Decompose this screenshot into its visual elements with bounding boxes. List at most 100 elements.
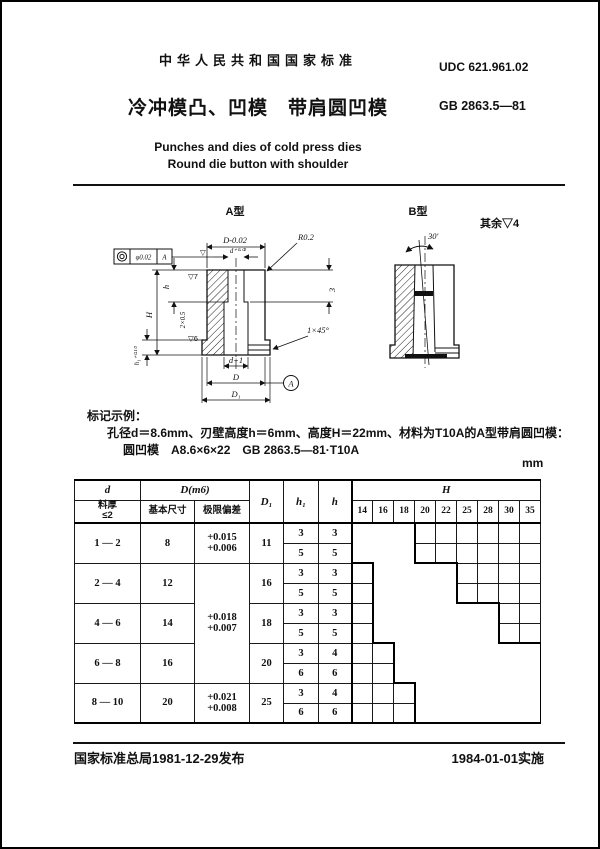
col-header-h: h bbox=[318, 479, 353, 524]
h-blank-cell bbox=[436, 643, 457, 663]
h-blank-cell bbox=[457, 663, 478, 683]
cell-h1: 5 bbox=[283, 542, 320, 564]
cell-h: 3 bbox=[318, 602, 353, 624]
col-header-H-25: 25 bbox=[456, 499, 479, 524]
h-blank-cell bbox=[436, 583, 457, 603]
h-blank-cell bbox=[499, 703, 520, 723]
datum-circle-label: A bbox=[287, 379, 294, 389]
h-grid-cell bbox=[351, 562, 374, 584]
h-blank-cell bbox=[415, 663, 436, 683]
h-blank-cell bbox=[394, 603, 415, 623]
cell-h1: 3 bbox=[283, 642, 320, 664]
dim-h: h bbox=[161, 285, 171, 289]
h-blank-cell bbox=[352, 523, 373, 543]
col-header-D-dev: 极限偏差 bbox=[193, 499, 251, 524]
tolerance-frame: φ0.02 A bbox=[113, 248, 214, 265]
h-blank-cell bbox=[373, 603, 394, 623]
col-header-H: H bbox=[351, 479, 542, 501]
page-title: 冷冲模凸、凹模 带肩圆凹模 bbox=[127, 98, 388, 119]
cell-D1: 16 bbox=[249, 562, 285, 604]
h-blank-cell bbox=[394, 523, 415, 543]
cell-D1: 11 bbox=[249, 522, 285, 564]
bore-edge-b bbox=[432, 264, 436, 353]
h-grid-cell bbox=[498, 582, 521, 604]
h-grid-cell bbox=[372, 642, 395, 664]
cell-h: 5 bbox=[318, 582, 353, 604]
h-blank-cell bbox=[373, 583, 394, 603]
h-blank-cell bbox=[457, 703, 478, 723]
chamfer-label: 1×45° bbox=[307, 325, 329, 335]
finish-mark-top: ▽ bbox=[200, 248, 207, 257]
subtitle-en-1: Punches and dies of cold press dies bbox=[154, 140, 362, 154]
h-blank-cell bbox=[436, 563, 457, 583]
col-header-H-28: 28 bbox=[477, 499, 500, 524]
h-blank-cell bbox=[436, 703, 457, 723]
h-blank-cell bbox=[373, 543, 394, 563]
h-blank-cell bbox=[373, 623, 394, 643]
h-grid-cell bbox=[455, 562, 479, 584]
h-blank-cell bbox=[352, 543, 373, 563]
h-grid-cell bbox=[372, 682, 395, 704]
h-blank-cell bbox=[373, 563, 394, 583]
footer-effective: 1984-01-01实施 bbox=[451, 751, 545, 766]
cell-h1: 5 bbox=[283, 622, 320, 644]
cell-h: 6 bbox=[318, 662, 353, 684]
h-grid-cell bbox=[351, 642, 374, 664]
col-header-H-20: 20 bbox=[414, 499, 437, 524]
footer-rule bbox=[73, 742, 565, 744]
h-blank-cell bbox=[436, 603, 457, 623]
h-blank-cell bbox=[436, 663, 457, 683]
h-grid-cell bbox=[435, 542, 458, 564]
h-blank-cell bbox=[520, 703, 541, 723]
subtitle-en-2: Round die button with shoulder bbox=[167, 157, 349, 171]
cell-h1: 6 bbox=[283, 702, 320, 724]
col-header-D-basic: 基本尺寸 bbox=[140, 499, 195, 524]
h-grid-cell bbox=[498, 562, 521, 584]
cell-h: 5 bbox=[318, 622, 353, 644]
h-grid-cell bbox=[393, 682, 416, 704]
radius-label: R0.2 bbox=[297, 232, 315, 242]
h-blank-cell bbox=[478, 683, 499, 703]
cell-D-basic: 12 bbox=[140, 562, 195, 604]
h-grid-cell bbox=[351, 702, 374, 724]
h-grid-cell bbox=[435, 522, 458, 544]
dim-D: D bbox=[232, 372, 240, 382]
standard-name: 中华人民共和国国家标准 bbox=[158, 53, 357, 68]
h-blank-cell bbox=[415, 703, 436, 723]
h-grid-cell bbox=[519, 522, 542, 544]
figures-area: A型 φ0.02 A bbox=[72, 196, 552, 410]
h-grid-cell bbox=[498, 542, 521, 564]
cell-h: 5 bbox=[318, 542, 353, 564]
col-header-H-35: 35 bbox=[519, 499, 542, 524]
header-left: 中华人民共和国国家标准 冷冲模凸、凹模 带肩圆凹模 Punches and di… bbox=[80, 50, 436, 171]
col-header-d-sub: 料厚 ≤2 bbox=[74, 499, 141, 524]
h-blank-cell bbox=[394, 563, 415, 583]
example-line-2: 圆凹模 A8.6×6×22 GB 2863.5—81·T10A bbox=[123, 443, 360, 457]
cell-D-deviation: +0.018+0.007 bbox=[193, 562, 251, 684]
h-blank-cell bbox=[478, 603, 499, 623]
cell-h1: 3 bbox=[283, 562, 320, 584]
tolerance-datum: A bbox=[161, 255, 167, 262]
h-grid-cell bbox=[351, 622, 374, 644]
cell-d-range: 1 — 2 bbox=[74, 522, 141, 564]
h-blank-cell bbox=[457, 623, 478, 643]
cell-D-basic: 14 bbox=[140, 602, 195, 644]
cell-h1: 5 bbox=[283, 582, 320, 604]
standard-code: GB 2863.5—81 bbox=[439, 99, 526, 113]
h-grid-cell bbox=[497, 602, 521, 624]
h-blank-cell bbox=[394, 623, 415, 643]
h-grid-cell bbox=[477, 522, 500, 544]
col-header-D1: D₁ bbox=[249, 479, 285, 524]
cell-h: 6 bbox=[318, 702, 353, 724]
h-grid-cell bbox=[456, 542, 479, 564]
cell-d-range: 2 — 4 bbox=[74, 562, 141, 604]
dim-D-tol: D-0.02 bbox=[222, 235, 248, 245]
h-grid-cell bbox=[519, 622, 542, 644]
col-header-H-22: 22 bbox=[435, 499, 458, 524]
